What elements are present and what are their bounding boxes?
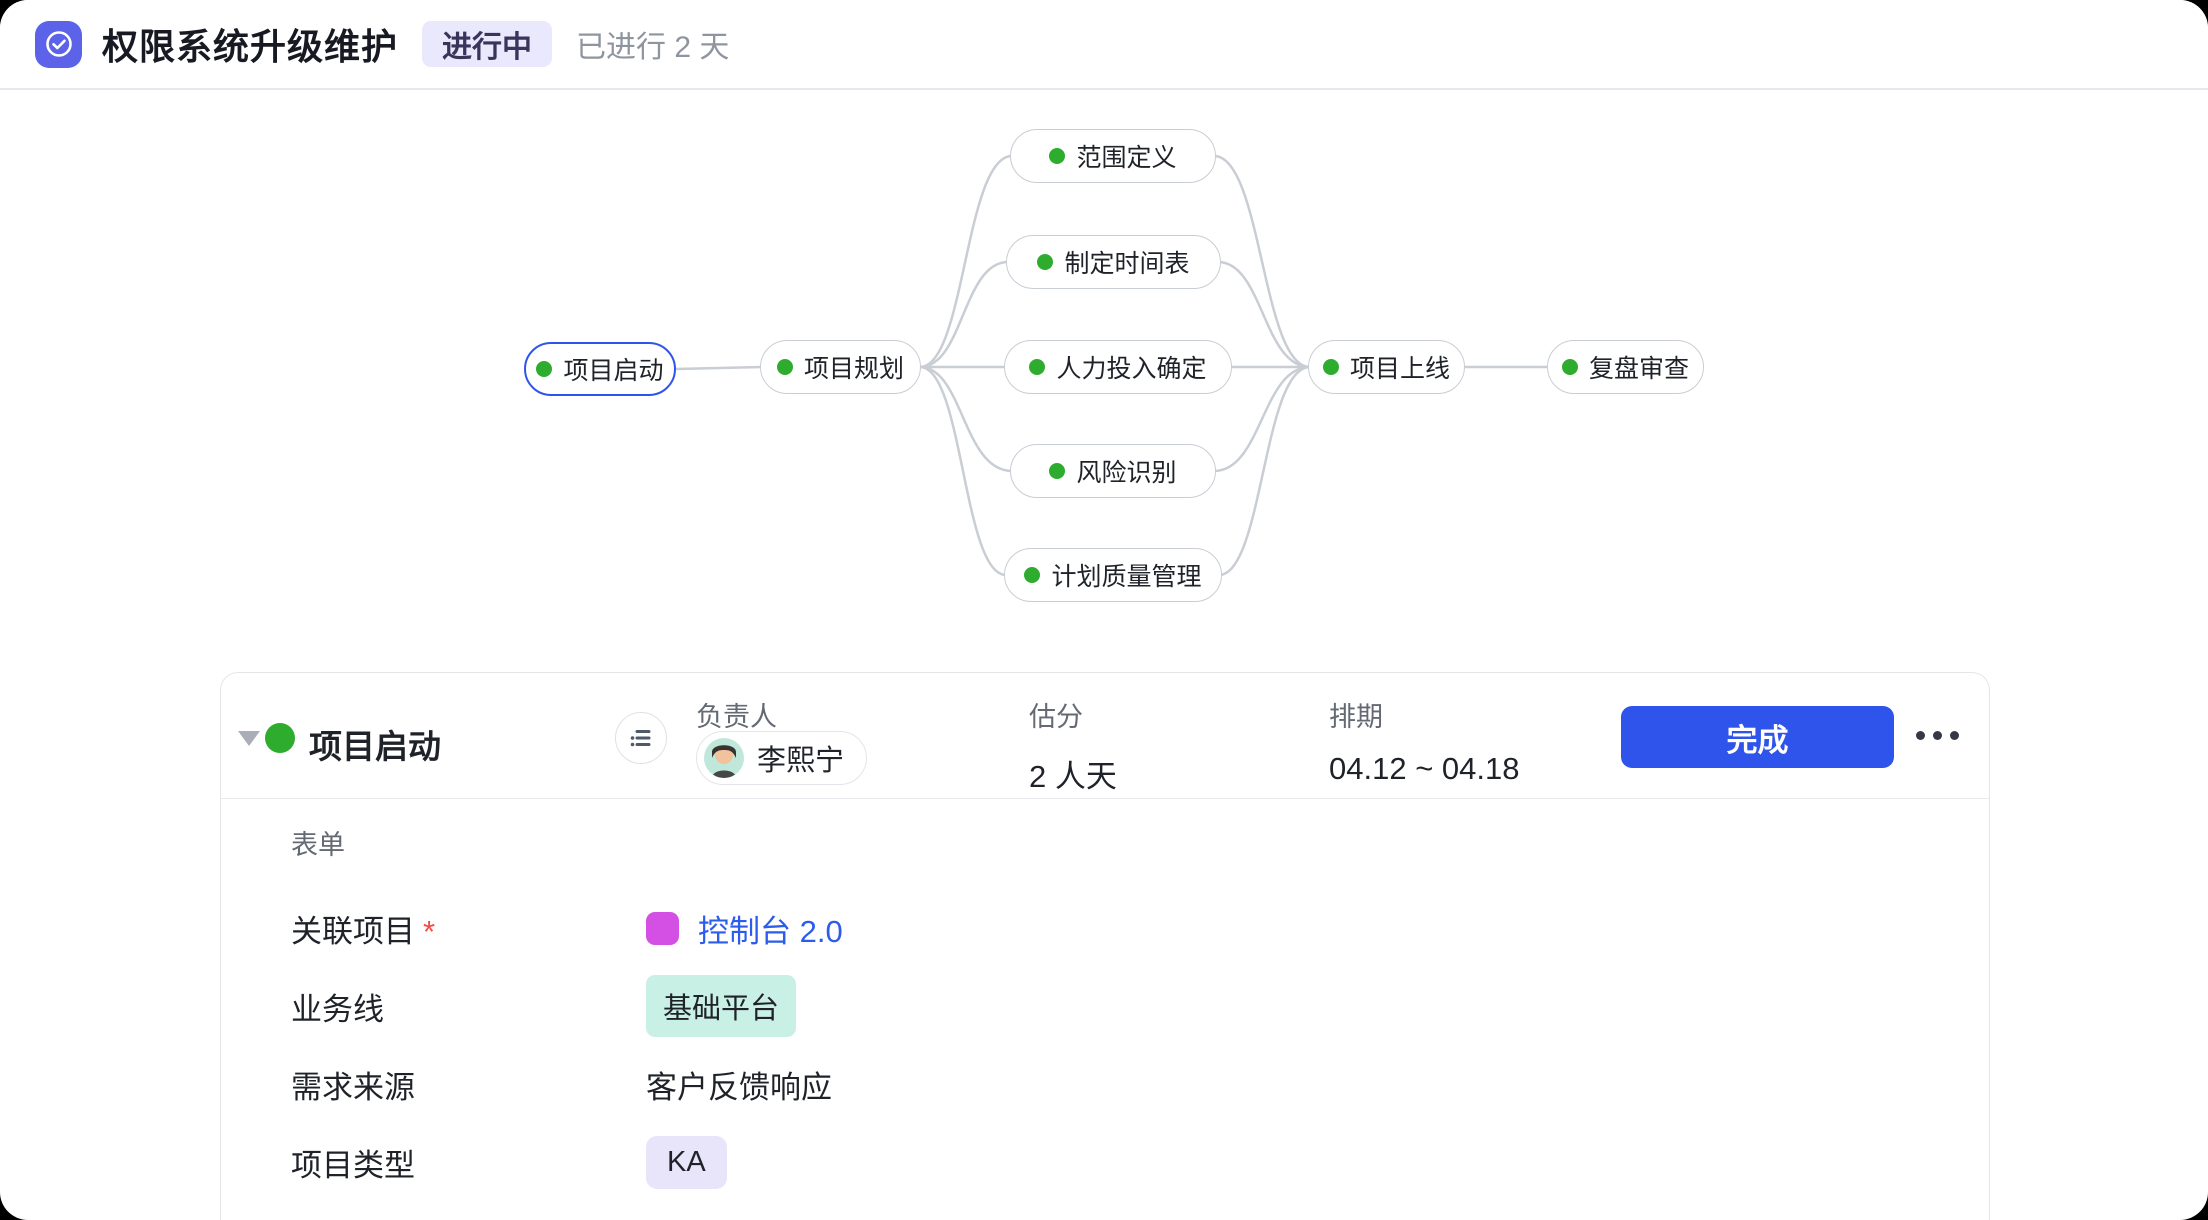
form-row-project-type: 项目类型 KA	[291, 1135, 727, 1189]
status-dot-icon	[1322, 359, 1339, 375]
flow-node-risk[interactable]: 风险识别	[1010, 444, 1216, 498]
status-dot-icon	[1049, 463, 1066, 479]
project-color-swatch	[646, 911, 679, 945]
owner-chip[interactable]: 李熙宁	[696, 731, 868, 785]
ellipsis-icon	[1950, 731, 1959, 740]
circle-check-icon	[45, 31, 72, 57]
page-title: 权限系统升级维护	[102, 26, 399, 67]
flow-node-launch[interactable]: 项目上线	[1308, 340, 1465, 394]
ellipsis-icon	[1933, 731, 1942, 740]
elapsed-days-text: 已进行 2 天	[576, 31, 730, 64]
caret-down-icon[interactable]	[238, 731, 260, 746]
page-header: 权限系统升级维护 进行中 已进行 2 天	[0, 0, 2208, 90]
estimate-label: 估分	[1029, 702, 1083, 732]
status-dot-icon	[1024, 567, 1041, 583]
form-section-label: 表单	[291, 830, 345, 860]
status-dot-icon	[1037, 254, 1054, 270]
status-dot-icon	[1561, 359, 1578, 375]
workflow-diagram: 项目启动 项目规划 范围定义 制定时间表 人力投入确定 风险识别 计划质量管理 …	[0, 88, 2208, 672]
flow-node-review[interactable]: 复盘审查	[1547, 340, 1704, 394]
flow-node-label: 范围定义	[1076, 144, 1177, 172]
flow-node-label: 风险识别	[1076, 459, 1177, 487]
ellipsis-icon	[1916, 731, 1925, 740]
status-dot-icon	[265, 723, 295, 753]
form-list-toggle-button[interactable]	[615, 712, 667, 764]
form-row-demand-source: 需求来源 客户反馈响应	[291, 1057, 832, 1111]
form-row-linked-project: 关联项目* 控制台 2.0	[291, 901, 843, 955]
business-line-tag[interactable]: 基础平台	[646, 975, 797, 1037]
task-title: 项目启动	[309, 728, 441, 765]
flow-node-staffing[interactable]: 人力投入确定	[1004, 340, 1232, 394]
flow-connectors	[674, 154, 1551, 577]
schedule-value: 04.12 ~ 04.18	[1329, 751, 1520, 786]
flow-node-label: 复盘审查	[1588, 355, 1689, 383]
flow-node-label: 人力投入确定	[1056, 355, 1207, 383]
project-type-tag[interactable]: KA	[646, 1135, 727, 1189]
flow-node-label: 制定时间表	[1064, 250, 1190, 278]
flow-node-project-start[interactable]: 项目启动	[524, 342, 676, 396]
estimate-value: 2 人天	[1029, 759, 1117, 794]
linked-project-link[interactable]: 控制台 2.0	[698, 913, 843, 949]
required-mark: *	[423, 913, 436, 949]
status-dot-icon	[1049, 148, 1066, 164]
form-row-business-line: 业务线 基础平台	[291, 975, 797, 1037]
flow-node-timeline[interactable]: 制定时间表	[1006, 235, 1221, 289]
owner-name: 李熙宁	[757, 745, 845, 777]
task-detail-header: 项目启动 负责人	[221, 673, 1989, 799]
flow-node-label: 项目启动	[563, 357, 664, 385]
flow-node-label: 计划质量管理	[1051, 563, 1202, 591]
avatar	[704, 738, 744, 778]
schedule-label: 排期	[1329, 702, 1383, 732]
field-label: 业务线	[291, 991, 384, 1027]
list-icon	[630, 730, 651, 747]
status-dot-icon	[1029, 359, 1046, 375]
field-label: 项目类型	[291, 1147, 415, 1183]
complete-button[interactable]: 完成	[1621, 706, 1894, 768]
flow-node-quality[interactable]: 计划质量管理	[1004, 548, 1222, 602]
task-detail-card: 项目启动 负责人	[220, 672, 1990, 1220]
status-dot-icon	[776, 359, 793, 375]
task-app-icon	[35, 20, 82, 68]
flow-node-project-planning[interactable]: 项目规划	[760, 340, 921, 394]
field-label: 需求来源	[291, 1069, 415, 1105]
demand-source-value: 客户反馈响应	[646, 1069, 832, 1105]
flow-node-label: 项目上线	[1349, 355, 1450, 383]
owner-label: 负责人	[696, 702, 777, 732]
status-badge: 进行中	[422, 21, 553, 67]
field-label: 关联项目*	[291, 913, 436, 949]
status-dot-icon	[536, 361, 553, 377]
flow-node-label: 项目规划	[803, 355, 904, 383]
more-actions-button[interactable]	[1916, 731, 1959, 740]
flow-node-scope[interactable]: 范围定义	[1010, 129, 1216, 183]
